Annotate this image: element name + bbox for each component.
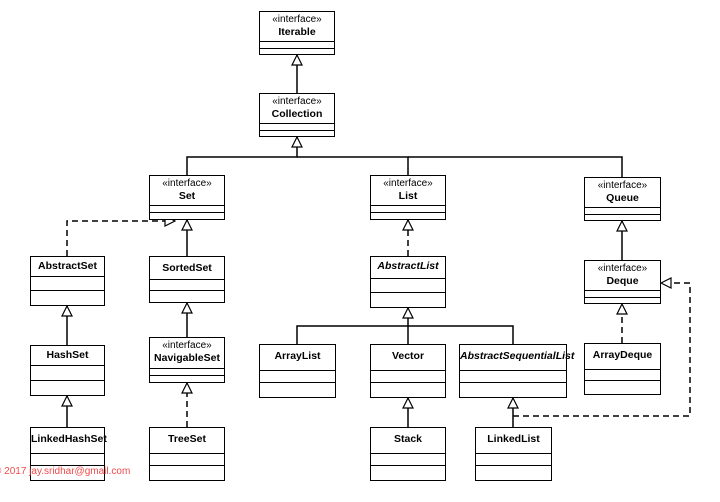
node-linkedlist-label: LinkedList — [487, 433, 540, 445]
edge-abstractsequentiallist-abstractlist — [408, 325, 514, 344]
node-hashset-label: HashSet — [46, 349, 89, 361]
stereotype-label: «interface» — [272, 14, 322, 25]
node-abstractset: AbstractSet — [30, 256, 105, 306]
compartment-divider — [260, 382, 335, 383]
compartment-divider — [585, 290, 660, 291]
node-vector: Vector — [370, 344, 446, 398]
compartment-divider — [371, 370, 445, 371]
stereotype-label: «interface» — [162, 340, 212, 351]
node-stack-label: Stack — [393, 433, 423, 445]
node-abstractset-label: AbstractSet — [38, 260, 97, 272]
compartment-divider — [260, 48, 334, 49]
node-abstractlist-label: AbstractList — [377, 260, 439, 272]
compartment-divider — [260, 41, 334, 42]
edge-arraylist-abstractlist — [296, 308, 408, 344]
node-list-label: List — [398, 190, 418, 202]
node-arraylist: ArrayList — [259, 344, 336, 398]
compartment-divider — [260, 123, 334, 124]
node-set-label: Set — [178, 190, 196, 202]
compartment-divider — [31, 380, 104, 381]
stereotype-label: «interface» — [597, 180, 648, 191]
node-list: «interface» List — [370, 175, 446, 220]
stereotype-label: «interface» — [597, 263, 648, 274]
node-treeset-label: TreeSet — [168, 433, 206, 445]
compartment-divider — [150, 212, 224, 213]
node-set: «interface» Set — [149, 175, 225, 220]
node-hashset: HashSet — [30, 345, 105, 396]
node-arraylist-label: ArrayList — [274, 350, 321, 362]
compartment-divider — [31, 465, 104, 466]
compartment-divider — [460, 370, 566, 371]
stereotype-label: «interface» — [383, 178, 433, 189]
compartment-divider — [371, 382, 445, 383]
node-arraydeque-label: ArrayDeque — [592, 349, 653, 361]
compartment-divider — [150, 453, 224, 454]
compartment-divider — [585, 214, 660, 215]
node-linkedhashset: LinkedHashSet — [30, 427, 107, 481]
node-arraydeque: ArrayDeque — [584, 343, 661, 395]
node-collection: «interface» Collection — [259, 93, 335, 137]
compartment-divider — [371, 453, 445, 454]
node-stack: Stack — [370, 427, 446, 481]
node-navigableset: «interface» NavigableSet — [149, 337, 225, 383]
edge-queue-collection — [408, 156, 623, 177]
node-sortedset-label: SortedSet — [162, 262, 212, 274]
compartment-divider — [585, 297, 660, 298]
node-abstractlist: AbstractList — [370, 256, 446, 308]
compartment-divider — [150, 368, 224, 369]
edge-abstractset-set — [66, 221, 175, 256]
compartment-divider — [371, 292, 445, 293]
edge-set-collection — [186, 137, 297, 175]
compartment-divider — [371, 205, 445, 206]
compartment-divider — [476, 453, 551, 454]
compartment-divider — [31, 290, 104, 291]
node-sortedset: SortedSet — [149, 256, 225, 303]
edge-list-collection — [297, 156, 409, 175]
copyright-notice: © 2017 jay.sridhar@gmail.com — [0, 466, 131, 477]
compartment-divider — [371, 212, 445, 213]
compartment-divider — [371, 465, 445, 466]
node-queue: «interface» Queue — [584, 177, 661, 221]
node-iterable: «interface» Iterable — [259, 11, 335, 55]
node-deque: «interface» Deque — [584, 260, 661, 304]
compartment-divider — [31, 276, 104, 277]
compartment-divider — [371, 278, 445, 279]
compartment-divider — [150, 279, 224, 280]
compartment-divider — [150, 205, 224, 206]
node-abstractsequentiallist: AbstractSequentialList — [459, 344, 575, 398]
stereotype-label: «interface» — [162, 178, 212, 189]
node-collection-label: Collection — [271, 108, 323, 120]
compartment-divider — [585, 369, 660, 370]
node-linkedhashset-label: LinkedHashSet — [31, 433, 107, 445]
compartment-divider — [31, 365, 104, 366]
edge-linkedlist-deque — [513, 283, 691, 417]
node-queue-label: Queue — [606, 192, 639, 204]
compartment-divider — [585, 380, 660, 381]
node-navigableset-label: NavigableSet — [154, 352, 220, 364]
compartment-divider — [260, 370, 335, 371]
stereotype-label: «interface» — [272, 96, 322, 107]
node-treeset: TreeSet — [149, 427, 225, 481]
node-deque-label: Deque — [606, 275, 639, 287]
compartment-divider — [476, 465, 551, 466]
node-vector-label: Vector — [391, 350, 425, 362]
compartment-divider — [150, 375, 224, 376]
compartment-divider — [585, 207, 660, 208]
node-iterable-label: Iterable — [278, 26, 316, 38]
node-linkedlist: LinkedList — [475, 427, 552, 481]
compartment-divider — [260, 130, 334, 131]
node-abstractsequentiallist-label: AbstractSequentialList — [460, 350, 575, 362]
compartment-divider — [150, 465, 224, 466]
compartment-divider — [460, 382, 566, 383]
compartment-divider — [150, 290, 224, 291]
compartment-divider — [31, 453, 104, 454]
